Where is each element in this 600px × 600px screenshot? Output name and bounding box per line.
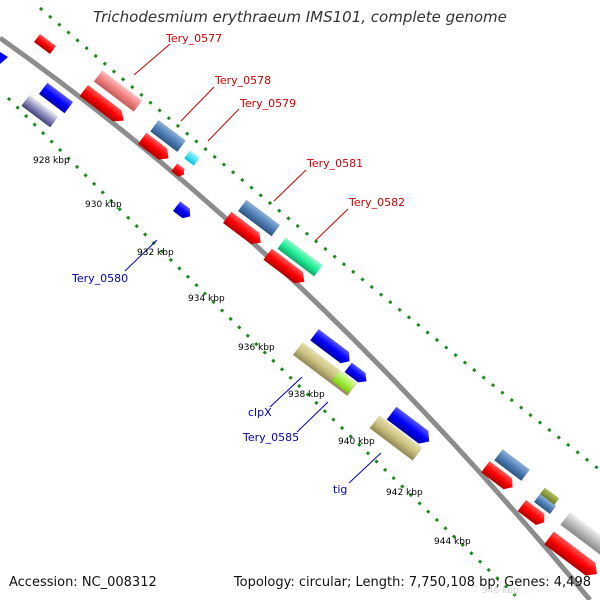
tick-label: 942 kbp (386, 488, 423, 498)
gene-tery-0579[interactable] (184, 150, 200, 166)
genome-backbone (0, 35, 592, 600)
leader-tery-0578 (180, 86, 215, 122)
cds-feature[interactable] (517, 499, 549, 528)
cds-tery-0581[interactable] (223, 211, 265, 248)
label-tig: tig (333, 483, 347, 496)
label-clpx: clpX (248, 406, 272, 419)
outer-dotted-track (39, 6, 600, 472)
cds-feature[interactable] (481, 461, 517, 493)
cds-tery-0582[interactable] (263, 248, 308, 288)
tick-label: 934 kbp (188, 294, 225, 304)
gene-tery-0582[interactable] (277, 237, 323, 277)
tick-label: 938 kbp (288, 390, 325, 400)
gene-feature[interactable] (344, 362, 371, 386)
cds-feature[interactable] (544, 531, 600, 581)
leader-tig (348, 452, 382, 484)
label-tery-0577: Tery_0577 (165, 32, 222, 45)
cds-tery-0578[interactable] (138, 132, 173, 164)
gene-tery-0578[interactable] (150, 120, 186, 152)
gene-tery-0577[interactable] (93, 70, 143, 112)
tick-label: 928 kbp (33, 156, 70, 166)
tick-label: 940 kbp (338, 437, 375, 447)
gene-feature[interactable] (534, 493, 556, 515)
accession-text: Accession: NC_008312 (9, 575, 157, 590)
inner-dotted-track (6, 96, 522, 600)
gene-feature[interactable] (21, 94, 59, 128)
label-tery-0580: Tery_0580 (71, 272, 128, 285)
cds-tery-0577[interactable] (79, 84, 128, 126)
leader-clpx (269, 376, 303, 408)
cds-tery-0579[interactable] (171, 163, 187, 178)
gene-feature[interactable] (560, 511, 600, 557)
tick-label: 936 kbp (238, 343, 275, 353)
cds-feature[interactable] (34, 33, 56, 55)
gene-feature[interactable] (39, 82, 73, 114)
tick-label: 946 kbp (482, 586, 519, 596)
leader-tery-0585 (296, 401, 329, 433)
leader-tery-0580 (124, 239, 158, 272)
topology-text: Topology: circular; Length: 7,750,108 bp… (233, 575, 591, 590)
gene-feature[interactable] (386, 406, 434, 448)
gene-feature[interactable] (310, 329, 354, 367)
label-tery-0578: Tery_0578 (214, 74, 271, 87)
leader-tery-0577 (133, 43, 171, 76)
gene-tery-0581[interactable] (238, 199, 280, 237)
gene-tig[interactable] (369, 415, 423, 461)
gene-feature[interactable] (538, 487, 560, 507)
leader-tery-0579 (207, 108, 240, 142)
tick-label: 930 kbp (85, 200, 122, 210)
label-tery-0582: Tery_0582 (348, 196, 405, 209)
direction-arrow-icon (0, 52, 8, 64)
leader-tery-0582 (315, 208, 349, 241)
tick-label: 932 kbp (137, 248, 174, 258)
gene-tery-0585[interactable] (332, 371, 356, 393)
map-title: Trichodesmium erythraeum IMS101, complet… (93, 8, 507, 26)
label-tery-0585: Tery_0585 (242, 431, 299, 444)
gene-tery-0580[interactable] (173, 201, 194, 221)
label-tery-0579: Tery_0579 (239, 97, 296, 110)
tick-label: 944 kbp (434, 537, 471, 547)
label-tery-0581: Tery_0581 (306, 157, 363, 170)
gene-feature[interactable] (494, 449, 530, 481)
leader-tery-0581 (273, 169, 307, 202)
